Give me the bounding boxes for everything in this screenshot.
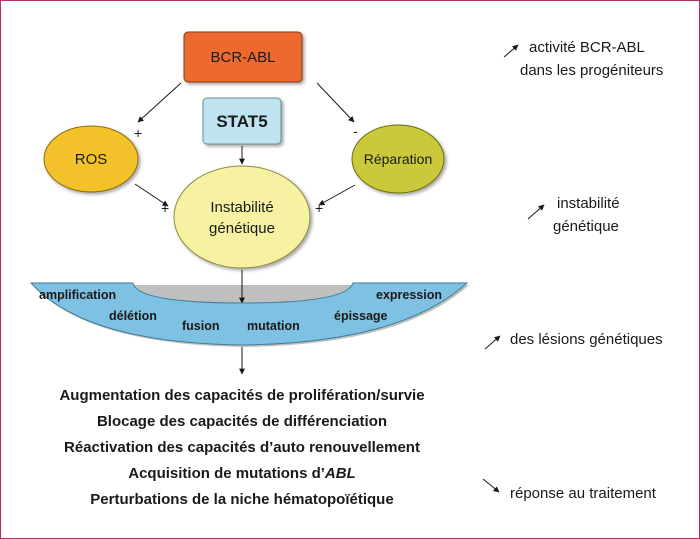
side-note-instability-line2: génétique [553, 218, 619, 235]
node-ros-label: ROS [75, 151, 108, 168]
node-instabilite: Instabilité génétique [173, 165, 311, 269]
consequence-mutations-abl: Acquisition de mutations d’ABL [128, 465, 356, 482]
side-note-activity-line1: activité BCR-ABL [529, 39, 645, 56]
side-note-lesions: des lésions génétiques [510, 331, 663, 348]
node-reparation: Réparation [351, 124, 445, 194]
side-note-instability-line1: instabilité [557, 195, 620, 212]
band-label-epissage: épissage [334, 309, 388, 323]
sign-reparation-to-instabilite: + [315, 200, 323, 216]
consequence-renouvellement: Réactivation des capacités d’auto renouv… [64, 439, 420, 456]
node-stat5: STAT5 [202, 97, 282, 145]
node-ros: ROS [43, 125, 139, 193]
sign-reparation-in: - [353, 123, 358, 139]
consequence-mutations-abl-prefix: Acquisition de mutations d’ [128, 465, 325, 482]
arrow-bcr-to-ros [137, 82, 182, 123]
node-instabilite-line1: Instabilité [210, 199, 273, 216]
consequence-proliferation: Augmentation des capacités de proliférat… [59, 387, 424, 404]
edges [134, 82, 356, 375]
side-arrows [482, 44, 545, 493]
side-arrow-up-activity [503, 44, 519, 58]
consequence-mutations-abl-italic: ABL [324, 465, 356, 482]
lesions-band [29, 282, 469, 347]
side-arrow-up-lesions [484, 335, 501, 350]
band-label-fusion: fusion [182, 319, 220, 333]
band-label-amplification: amplification [39, 288, 116, 302]
node-instabilite-line2: génétique [209, 220, 275, 237]
band-label-deletion: délétion [109, 309, 157, 323]
band-label-mutation: mutation [247, 319, 300, 333]
arrow-reparation-to-instabilite [318, 184, 356, 206]
node-bcr-abl-label: BCR-ABL [210, 49, 275, 66]
arrow-ros-to-instabilite [134, 183, 169, 207]
side-arrow-down-response [482, 478, 500, 493]
sign-ros-to-instabilite: + [161, 200, 169, 216]
consequence-niche: Perturbations de la niche hématopoïétiqu… [90, 491, 393, 508]
band-label-expression: expression [376, 288, 442, 302]
node-reparation-label: Réparation [364, 151, 433, 167]
side-note-response: réponse au traitement [510, 485, 657, 502]
consequence-differenciation: Blocage des capacités de différenciation [97, 413, 387, 430]
side-arrow-up-instability [527, 204, 545, 220]
side-note-activity-line2: dans les progéniteurs [520, 62, 663, 79]
sign-ros-in: + [134, 125, 142, 141]
node-stat5-label: STAT5 [216, 112, 267, 131]
arrow-bcr-to-reparation [316, 82, 355, 123]
node-bcr-abl: BCR-ABL [183, 31, 303, 83]
